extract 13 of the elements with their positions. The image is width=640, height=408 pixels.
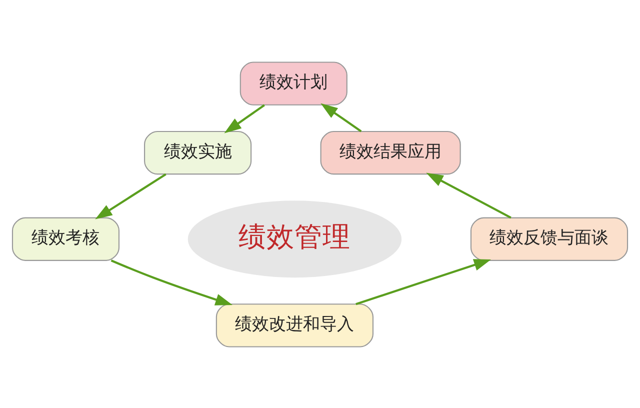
node-box: 绩效计划 — [240, 61, 348, 105]
arrow — [95, 172, 166, 219]
node-box: 绩效实施 — [144, 130, 252, 174]
arrow — [320, 102, 362, 132]
node-box: 绩效反馈与面谈 — [470, 216, 628, 260]
arrow — [110, 259, 232, 305]
node-ellipse: 绩效管理 — [188, 200, 402, 278]
node-box: 绩效考核 — [12, 216, 120, 260]
node-box: 绩效结果应用 — [320, 130, 461, 174]
arrow — [426, 172, 512, 218]
arrow — [224, 104, 265, 133]
node-box: 绩效改进和导入 — [216, 303, 374, 347]
arrow — [356, 258, 492, 305]
